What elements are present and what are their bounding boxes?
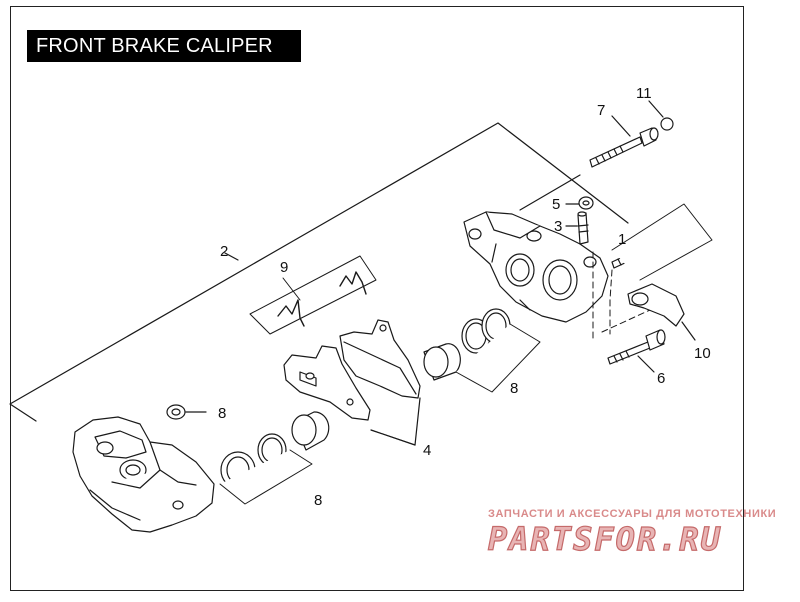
callout-7: 7 <box>597 102 605 119</box>
diagram-title: FRONT BRAKE CALIPER <box>27 30 301 62</box>
callout-11: 11 <box>636 85 652 102</box>
outer-caliper-half <box>72 416 215 533</box>
alignment-guides <box>592 251 651 343</box>
callout-2: 2 <box>220 243 228 260</box>
nut-8 <box>166 404 207 420</box>
callout-1: 1 <box>618 231 626 248</box>
seal-kit-left <box>219 411 330 505</box>
caliper-bolt-1 <box>611 203 713 281</box>
callout-labels: 1 2 3 4 5 6 7 8 8 8 9 10 11 <box>218 85 711 509</box>
callout-10: 10 <box>694 345 711 362</box>
caliper-bolt-7 <box>589 115 659 168</box>
callout-8a: 8 <box>218 405 226 422</box>
watermark-logo: PARTSFOR.RU <box>487 519 722 558</box>
inner-caliper-half <box>463 211 609 323</box>
pin-6 <box>607 329 666 373</box>
boot-10 <box>627 283 696 341</box>
callout-5: 5 <box>552 196 560 213</box>
bleeder-screw-3 <box>565 211 589 245</box>
watermark-caption: ЗАПЧАСТИ И АКСЕССУАРЫ ДЛЯ МОТОТЕХНИКИ <box>488 508 777 520</box>
assembly-bracket-2 <box>9 122 629 422</box>
callout-3: 3 <box>554 218 562 235</box>
callout-8c: 8 <box>510 380 518 397</box>
callout-6: 6 <box>657 370 665 387</box>
callout-4: 4 <box>423 442 431 459</box>
callout-8b: 8 <box>314 492 322 509</box>
brake-pads-4 <box>283 319 421 446</box>
diagram-frame <box>10 6 744 591</box>
callout-9: 9 <box>280 259 288 276</box>
bleeder-cap-5 <box>565 196 594 210</box>
washer-11 <box>648 100 674 131</box>
pad-springs-9 <box>249 255 377 335</box>
seal-kit-right <box>423 308 541 393</box>
